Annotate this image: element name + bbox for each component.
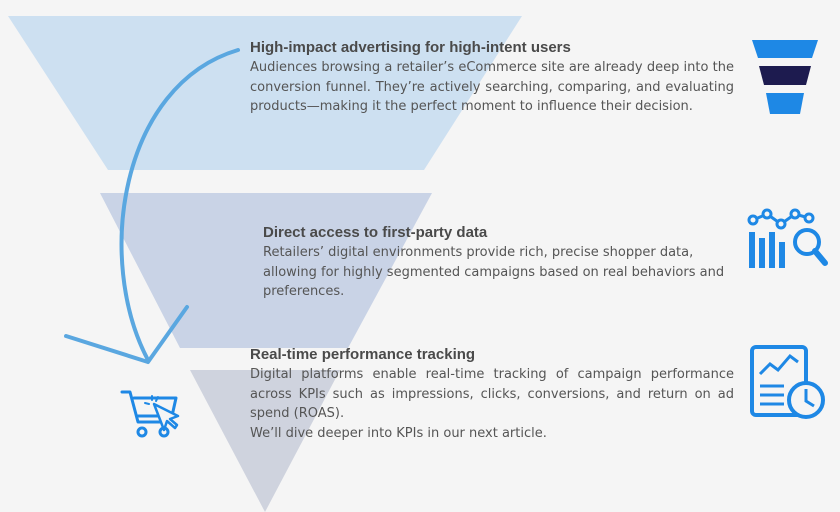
- funnel-top-layer: [8, 16, 522, 170]
- stage-2-title: Direct access to first-party data: [263, 224, 488, 241]
- stage-3-body: Digital platforms enable real-time track…: [250, 367, 734, 421]
- stage-3-note: We’ll dive deeper into KPIs in our next …: [250, 425, 547, 441]
- arrow-head-icon: [64, 305, 189, 364]
- stage-2-body: Retailers’ digital environments provide …: [263, 245, 725, 299]
- shopping-cart-click-icon: [120, 390, 180, 438]
- curved-arrow: [119, 48, 240, 362]
- stage-2-block: Direct access to first-party data Retail…: [263, 224, 737, 302]
- stage-1-title: High-impact advertising for high-intent …: [250, 39, 571, 56]
- stage-1-body: Audiences browsing a retailer’s eCommerc…: [250, 60, 734, 114]
- stage-3-block: Real-time performance tracking Digital p…: [250, 346, 734, 443]
- funnel-bottom-layer: [190, 370, 340, 512]
- stage-1-block: High-impact advertising for high-intent …: [250, 39, 734, 117]
- analytics-search-icon: [747, 208, 828, 268]
- stage-3-title: Real-time performance tracking: [250, 346, 476, 363]
- funnel-icon: [752, 40, 818, 114]
- report-clock-icon: [750, 345, 825, 419]
